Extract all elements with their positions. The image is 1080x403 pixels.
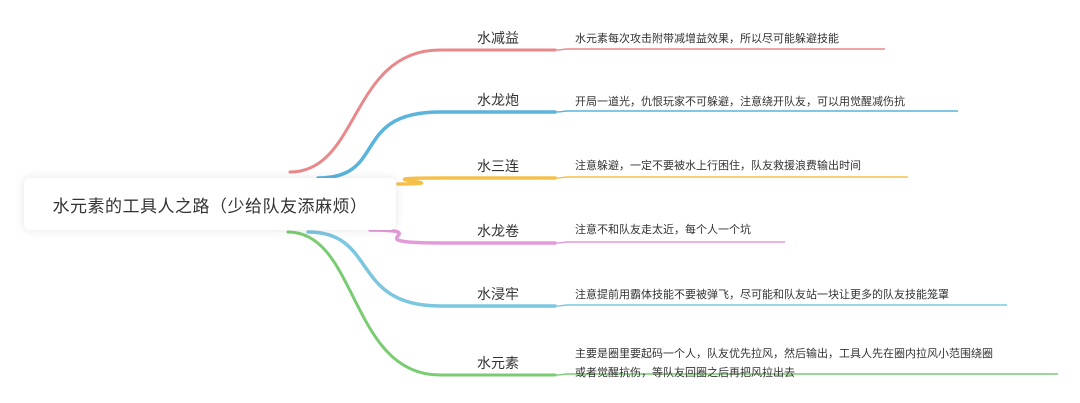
leaf-note-line: 注意提前用霸体技能不要被弹飞，尽可能和队友站一块让更多的队友技能笼罩 [575,288,949,301]
branch-node-5[interactable]: 水浸牢 [477,287,519,303]
branch-node-2[interactable]: 水龙炮 [477,93,519,109]
leaf-note-1[interactable]: 水元素每次攻击附带减增益效果，所以尽可能躲避技能 [575,29,839,48]
leaf-connector-2 [554,110,958,113]
leaf-note-4[interactable]: 注意不和队友走太近，每个人一个坑 [575,220,751,239]
leaf-connector-5 [554,304,1007,307]
branch-node-3[interactable]: 水三连 [477,159,519,175]
leaf-note-6[interactable]: 主要是圈里要起码一个人，队友优先拉风，然后输出，工具人先在圈内拉风小范围绕圈或者… [575,344,993,382]
leaf-note-line: 注意不和队友走太近，每个人一个坑 [575,223,751,236]
root-node-label: 水元素的工具人之路（少给队友添麻烦） [52,196,368,217]
leaf-note-5[interactable]: 注意提前用霸体技能不要被弹飞，尽可能和队友站一块让更多的队友技能笼罩 [575,285,949,304]
root-node[interactable]: 水元素的工具人之路（少给队友添麻烦） [24,178,396,230]
branch-connector-3 [396,176,557,186]
leaf-note-2[interactable]: 开局一道光，仇恨玩家不可躲避，注意绕开队友，可以用觉醒减伤抗 [575,92,905,111]
leaf-note-3[interactable]: 注意躲避，一定不要被水上行困住，队友救援浪费输出时间 [575,156,861,175]
leaf-note-line: 开局一道光，仇恨玩家不可躲避，注意绕开队友，可以用觉醒减伤抗 [575,95,905,108]
leaf-connector-1 [554,48,885,51]
branch-node-1[interactable]: 水减益 [477,31,519,47]
leaf-note-line: 水元素每次攻击附带减增益效果，所以尽可能躲避技能 [575,32,839,45]
branch-node-4[interactable]: 水龙卷 [477,224,519,240]
leaf-connector-4 [554,241,785,244]
branch-connector-4 [368,228,557,245]
leaf-note-line: 主要是圈里要起码一个人，队友优先拉风，然后输出，工具人先在圈内拉风小范围绕圈 [575,347,993,360]
leaf-note-line: 注意躲避，一定不要被水上行困住，队友救援浪费输出时间 [575,159,861,172]
branch-node-6[interactable]: 水元素 [477,356,519,372]
branch-connector-1 [288,48,557,174]
branch-connector-5 [306,230,557,308]
leaf-note-line: 或者觉醒抗伤，等队友回圈之后再把风拉出去 [575,366,795,379]
branch-connector-6 [286,230,557,377]
leaf-connector-3 [554,176,908,179]
branch-connector-2 [316,110,557,180]
leaf-connector-6 [554,373,1058,376]
